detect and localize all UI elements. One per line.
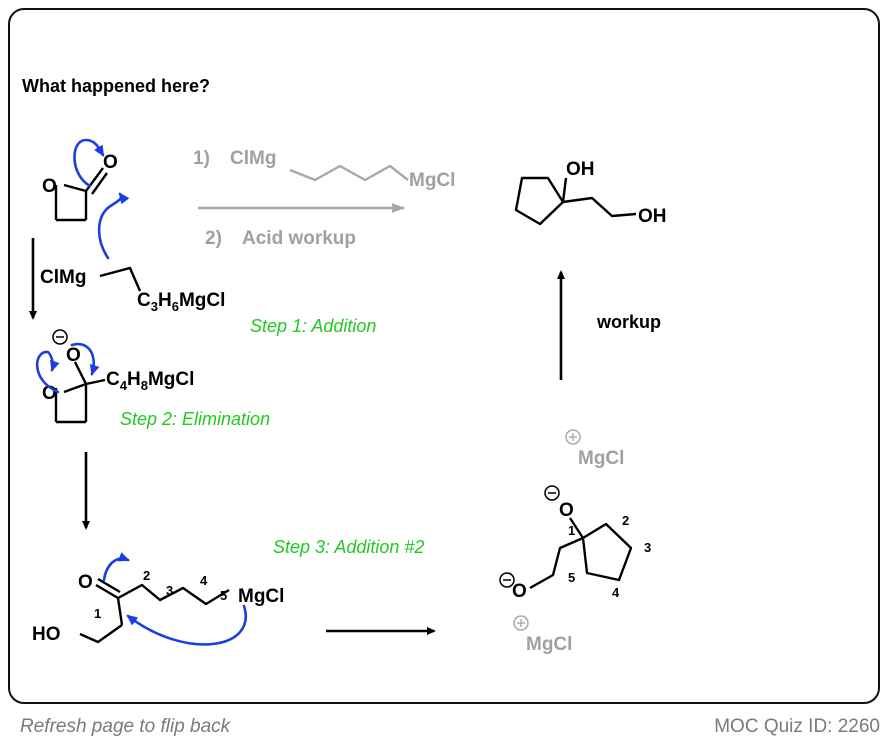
svg-text:2): 2): [205, 228, 222, 249]
svg-text:4: 4: [612, 585, 620, 600]
step1-label: Step 1: Addition: [250, 316, 376, 336]
curly-arrow-nucleophile: [97, 192, 130, 260]
svg-text:2: 2: [143, 568, 150, 583]
quiz-id: MOC Quiz ID: 2260: [714, 716, 880, 737]
svg-text:3: 3: [166, 583, 173, 598]
beta-lactone-start: O O: [42, 152, 118, 222]
curly-arrow-reform-carbonyl: [70, 342, 100, 376]
workup-label: workup: [596, 312, 661, 332]
curly-arrow-pi-bond: [73, 138, 105, 188]
flip-back-hint: Refresh page to flip back: [20, 716, 231, 737]
svg-text:1: 1: [568, 523, 575, 538]
keto-alkoxide-intermediate: O HO MgCl 1 2 3 4 5: [32, 568, 284, 645]
svg-text:4: 4: [200, 573, 208, 588]
carbonyl-oxygen-1: O: [103, 152, 118, 173]
svg-text:MgCl: MgCl: [578, 448, 624, 469]
ring-oxygen-1: O: [42, 176, 57, 197]
svg-text:O: O: [559, 500, 574, 521]
quiz-card: [8, 8, 880, 704]
svg-text:OH: OH: [638, 206, 667, 227]
svg-text:HO: HO: [32, 624, 61, 645]
svg-text:3: 3: [644, 540, 651, 555]
grignard-reagent: ClMg C3H6MgCl: [40, 266, 225, 314]
question-title: What happened here?: [22, 76, 211, 96]
curly-arrow-ring-open: [35, 350, 60, 394]
svg-text:Acid workup: Acid workup: [242, 228, 356, 249]
svg-text:ClMg: ClMg: [230, 148, 276, 169]
svg-text:O: O: [66, 345, 81, 366]
c4h8mgcl-label: C4H8MgCl: [106, 369, 194, 393]
tetrahedral-intermediate: O O C4H8MgCl: [42, 329, 194, 424]
curly-arrow-intramolecular: [126, 604, 248, 646]
dialkoxide-intermediate: MgCl O O 1 2 3 4 5 MgCl: [499, 429, 651, 655]
svg-text:MgCl: MgCl: [409, 170, 455, 191]
svg-text:1): 1): [193, 148, 210, 169]
svg-text:OH: OH: [566, 159, 595, 180]
svg-text:1: 1: [94, 606, 101, 621]
clmg-label: ClMg: [40, 267, 86, 288]
svg-text:MgCl: MgCl: [526, 634, 572, 655]
reagent-conditions: 1) ClMg MgCl 2) Acid workup: [193, 148, 455, 249]
c3h6mgcl-label: C3H6MgCl: [137, 290, 225, 314]
alkoxide-oxygen: O: [512, 581, 527, 602]
step3-label: Step 3: Addition #2: [273, 537, 424, 557]
svg-text:5: 5: [220, 588, 227, 603]
svg-text:5: 5: [568, 570, 575, 585]
svg-text:MgCl: MgCl: [238, 586, 284, 607]
svg-text:2: 2: [622, 513, 629, 528]
svg-text:O: O: [78, 572, 93, 593]
diol-product: OH OH: [514, 159, 667, 227]
curly-arrow-carbonyl-attack: [102, 552, 130, 582]
step2-label: Step 2: Elimination: [120, 409, 270, 429]
